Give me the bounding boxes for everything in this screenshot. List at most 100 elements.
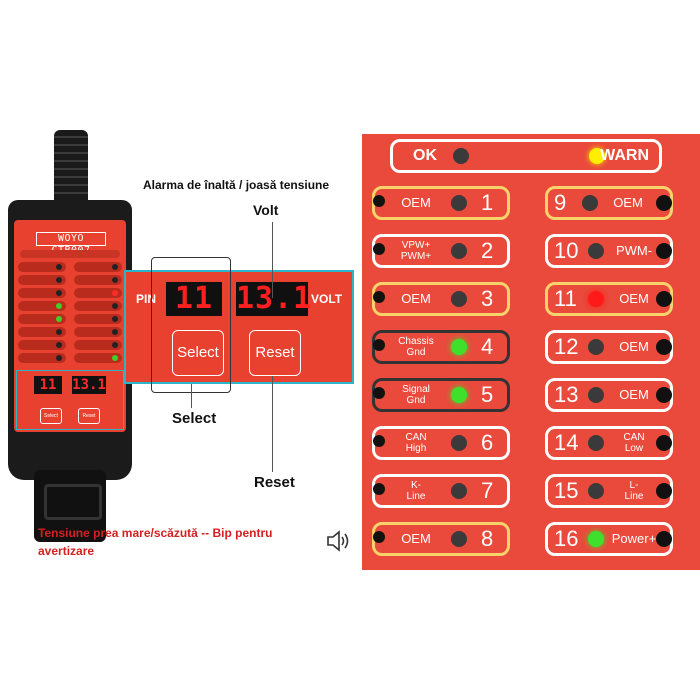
pin-1-label: OEM bbox=[401, 195, 431, 210]
device-volt-display: 13.1 bbox=[72, 376, 106, 394]
speaker-icon bbox=[327, 530, 349, 552]
pin-2-label: VPW+PWM+ bbox=[400, 240, 432, 262]
device-pin-grid bbox=[18, 262, 122, 366]
zoom-volt-display: 13.1 bbox=[236, 281, 313, 316]
pin-7-label: K-Line bbox=[406, 480, 426, 502]
mini-pin bbox=[74, 353, 122, 363]
device-pin-display: 11 bbox=[34, 376, 62, 394]
pin-3-led bbox=[451, 291, 467, 307]
pin-10-number: 10 bbox=[554, 238, 579, 263]
pin-9-led bbox=[582, 195, 598, 211]
select-caption: Select bbox=[172, 410, 217, 427]
pin-3-indicator: OEM 3 bbox=[372, 282, 510, 316]
device-display-area bbox=[16, 370, 124, 430]
warn-led bbox=[589, 148, 605, 164]
zoom-volt-label: VOLT bbox=[311, 292, 343, 306]
pin-5-led bbox=[451, 387, 467, 403]
pin-11-label: OEM bbox=[619, 291, 649, 306]
pin-1-socket bbox=[373, 195, 385, 207]
mini-pin bbox=[74, 327, 122, 337]
obd-connector bbox=[34, 470, 106, 542]
mini-pin bbox=[18, 340, 66, 350]
ok-led bbox=[453, 148, 469, 164]
mini-pin bbox=[18, 327, 66, 337]
pin-15-socket bbox=[656, 483, 672, 499]
pin-1-number: 1 bbox=[481, 190, 494, 215]
device-cable bbox=[54, 130, 88, 210]
device-select-button[interactable]: Select bbox=[40, 408, 62, 424]
pin-13-socket bbox=[656, 387, 672, 403]
pin-3-socket bbox=[373, 291, 385, 303]
pin-16-number: 16 bbox=[554, 526, 579, 551]
pin-7-socket bbox=[373, 483, 385, 495]
pin-3-number: 3 bbox=[481, 286, 494, 311]
mini-pin bbox=[18, 353, 66, 363]
pin-1-indicator: OEM 1 bbox=[372, 186, 510, 220]
pin-16-indicator: Power+ 16 bbox=[545, 522, 673, 556]
pin-3-label: OEM bbox=[401, 291, 431, 306]
pin-10-socket bbox=[656, 243, 672, 259]
pin-11-led bbox=[588, 291, 604, 307]
pin-10-led bbox=[588, 243, 604, 259]
volt-pointer-line bbox=[272, 222, 273, 298]
mini-pin bbox=[18, 288, 66, 298]
pin-4-socket bbox=[373, 339, 385, 351]
pin-4-number: 4 bbox=[481, 334, 494, 359]
pin-6-socket bbox=[373, 435, 385, 447]
pin-9-socket bbox=[656, 195, 672, 211]
mini-pin bbox=[74, 262, 122, 272]
pin-15-led bbox=[588, 483, 604, 499]
alarm-caption: Alarma de înaltă / joasă tensiune bbox=[143, 178, 330, 192]
pin-13-number: 13 bbox=[554, 382, 579, 407]
mini-pin bbox=[18, 262, 66, 272]
pin-10-indicator: PWM-10 bbox=[545, 234, 673, 268]
reset-caption: Reset bbox=[254, 474, 295, 491]
mini-pin bbox=[18, 301, 66, 311]
mini-pin bbox=[74, 288, 122, 298]
pin-11-indicator: OEM 11 bbox=[545, 282, 673, 316]
pin-11-socket bbox=[656, 291, 672, 307]
reset-pointer-line bbox=[272, 376, 273, 472]
pin-16-label: Power+ bbox=[611, 531, 657, 546]
zoom-select-button[interactable]: Select bbox=[172, 330, 224, 376]
pin-16-socket bbox=[656, 531, 672, 547]
volt-caption: Volt bbox=[253, 202, 279, 218]
pin-5-number: 5 bbox=[481, 382, 494, 407]
pin-7-led bbox=[451, 483, 467, 499]
mini-pin bbox=[18, 275, 66, 285]
warn-label: WARN bbox=[600, 147, 649, 164]
pin-8-label: OEM bbox=[401, 531, 431, 546]
mini-pin bbox=[18, 314, 66, 324]
pin-8-number: 8 bbox=[481, 526, 494, 551]
pin-8-led bbox=[451, 531, 467, 547]
pin-5-socket bbox=[373, 387, 385, 399]
pin-13-label: OEM bbox=[619, 387, 649, 402]
pin-8-socket bbox=[373, 531, 385, 543]
pin-15-number: 15 bbox=[554, 478, 579, 503]
mini-pin bbox=[74, 314, 122, 324]
pin-9-number: 9 bbox=[554, 190, 567, 215]
pin-12-led bbox=[588, 339, 604, 355]
device-brand-label: WOYO CTB007 bbox=[36, 232, 106, 256]
mini-pin bbox=[74, 275, 122, 285]
pin-11-number: 11 bbox=[554, 286, 577, 311]
pin-14-socket bbox=[656, 435, 672, 451]
mini-pin bbox=[74, 301, 122, 311]
pin-8-indicator: OEM 8 bbox=[372, 522, 510, 556]
device-reset-button[interactable]: Reset bbox=[78, 408, 100, 424]
pin-12-number: 12 bbox=[554, 334, 579, 359]
pin-2-indicator: VPW+PWM+2 bbox=[372, 234, 510, 268]
pin-12-socket bbox=[656, 339, 672, 355]
pin-6-led bbox=[451, 435, 467, 451]
zoom-reset-button[interactable]: Reset bbox=[249, 330, 301, 376]
pin-13-led bbox=[588, 387, 604, 403]
device-ok-warn-strip bbox=[20, 250, 120, 258]
